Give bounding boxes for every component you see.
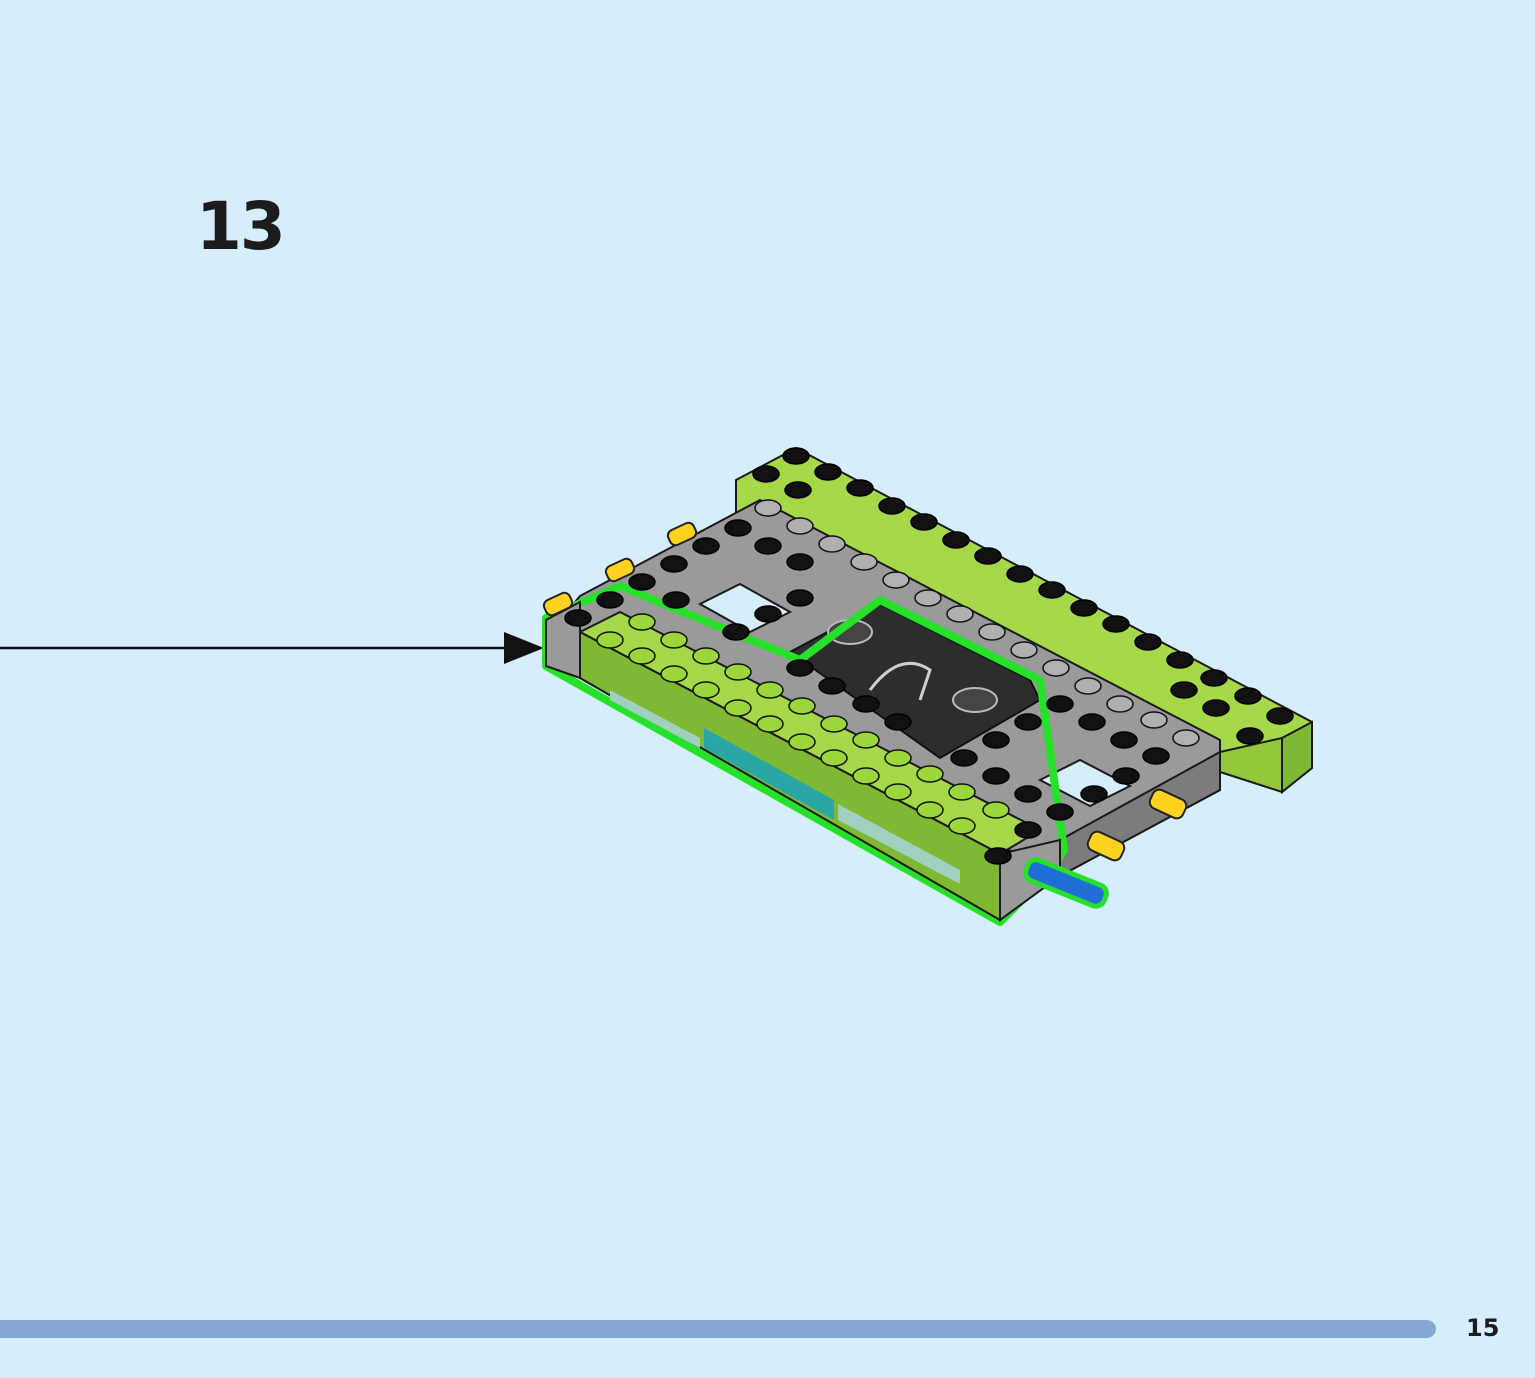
progress-bar xyxy=(0,1320,1436,1338)
gray-studs xyxy=(754,499,1200,747)
lime-studs xyxy=(596,613,1010,835)
yellow-pins xyxy=(542,521,1188,862)
black-center-part xyxy=(788,602,1042,760)
blue-pin xyxy=(1023,857,1109,909)
page-number: 15 xyxy=(1466,1314,1500,1342)
studs xyxy=(564,447,1294,865)
step-number: 13 xyxy=(196,188,286,265)
progress-bar-fill xyxy=(0,1320,1436,1338)
